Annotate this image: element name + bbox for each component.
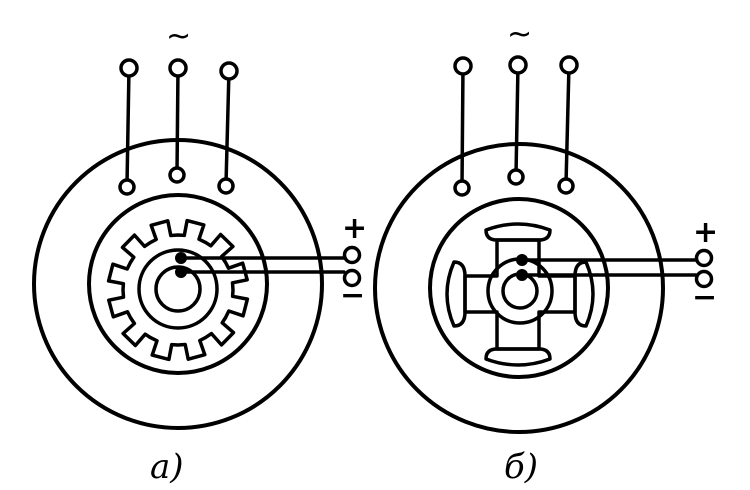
stator-terminal-2 xyxy=(168,166,186,184)
stator-outer-circle xyxy=(373,142,665,434)
slip-ring-outer xyxy=(486,257,554,325)
phase-lead-3 xyxy=(224,68,231,186)
phase-lead-1 xyxy=(460,64,465,188)
gear-rotor xyxy=(106,218,250,362)
pole-shoe-right xyxy=(573,260,595,328)
dc-terminal-plus xyxy=(342,245,362,265)
phase-lead-3 xyxy=(564,63,571,186)
ac-terminal-top-3 xyxy=(219,61,239,81)
pole-shoe-bottom xyxy=(484,347,552,367)
stator-terminal-3 xyxy=(217,177,235,195)
stator-terminal-1 xyxy=(118,178,136,196)
phase-lead-2 xyxy=(514,63,520,177)
ac-terminal-top-2 xyxy=(168,58,188,78)
figure-b: + − ~ б) xyxy=(373,17,718,487)
figure-caption: б) xyxy=(504,447,538,487)
pole-shoe-left xyxy=(445,260,467,328)
ac-supply-symbol: ~ xyxy=(166,19,191,54)
phase-lead-2 xyxy=(175,66,180,175)
dc-terminal-minus xyxy=(694,269,714,289)
phase-lead-1 xyxy=(125,66,131,187)
stator-inner-circle xyxy=(87,193,269,375)
dc-terminal-plus xyxy=(694,248,714,268)
stator-terminal-1 xyxy=(453,179,471,197)
dc-terminal-minus xyxy=(342,268,362,288)
ac-supply-symbol: ~ xyxy=(507,17,532,52)
ac-terminal-top-1 xyxy=(453,56,473,76)
dc-minus-label: − xyxy=(340,278,365,313)
slip-ring-outer xyxy=(137,248,219,330)
ac-terminal-top-1 xyxy=(119,58,139,78)
stator-terminal-2 xyxy=(507,168,525,186)
dc-plus-label: + xyxy=(342,211,367,246)
pole-shoe-top xyxy=(484,222,552,242)
ac-terminal-top-3 xyxy=(559,55,579,75)
stator-inner-circle xyxy=(428,197,610,379)
figure-caption: а) xyxy=(150,447,184,487)
dc-minus-label: − xyxy=(692,280,717,315)
stator-terminal-3 xyxy=(557,177,575,195)
ac-terminal-top-2 xyxy=(508,55,528,75)
dc-plus-label: + xyxy=(693,215,718,250)
figure-a: + − ~ а) xyxy=(32,19,367,487)
